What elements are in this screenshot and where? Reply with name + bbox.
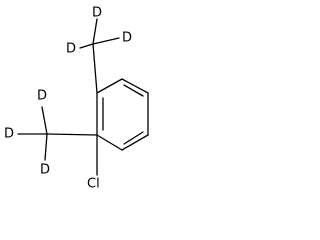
d-upper-mid-label: D	[92, 6, 102, 21]
left-cd3-group: D D D	[4, 89, 98, 178]
bond-left-carbon-to-d-top	[41, 106, 48, 135]
bond-upper-carbon-to-d-right	[92, 37, 120, 45]
chlorine-substituent: Cl	[87, 134, 100, 192]
d-upper-left-label: D	[66, 42, 76, 57]
benzene-ring	[96, 78, 149, 151]
chlorine-label: Cl	[87, 177, 100, 192]
bond-ring-to-left-carbon	[46, 133, 98, 136]
d-left-top-label: D	[37, 89, 47, 104]
molecular-structure: D D D D D D Cl	[4, 6, 149, 192]
bond-ring-to-upper-carbon	[92, 43, 98, 94]
upper-cd3-group: D D D	[66, 6, 132, 94]
d-left-mid-label: D	[4, 127, 14, 142]
d-left-bottom-label: D	[40, 163, 50, 178]
bond-left-carbon-to-d-bottom	[44, 133, 48, 161]
bond-upper-carbon-to-d-left	[79, 43, 94, 49]
d-upper-right-label: D	[122, 31, 132, 46]
ring-bond-top-right	[121, 78, 149, 94]
ring-double-bond-bottom-right	[123, 131, 144, 145]
ring-bond-bottom-right	[121, 134, 149, 151]
ring-bond-bottom-left	[96, 134, 123, 151]
ring-double-bond-top-right	[123, 84, 144, 97]
bond-upper-carbon-to-d-top	[92, 18, 98, 45]
ring-bond-top-left	[96, 78, 123, 94]
